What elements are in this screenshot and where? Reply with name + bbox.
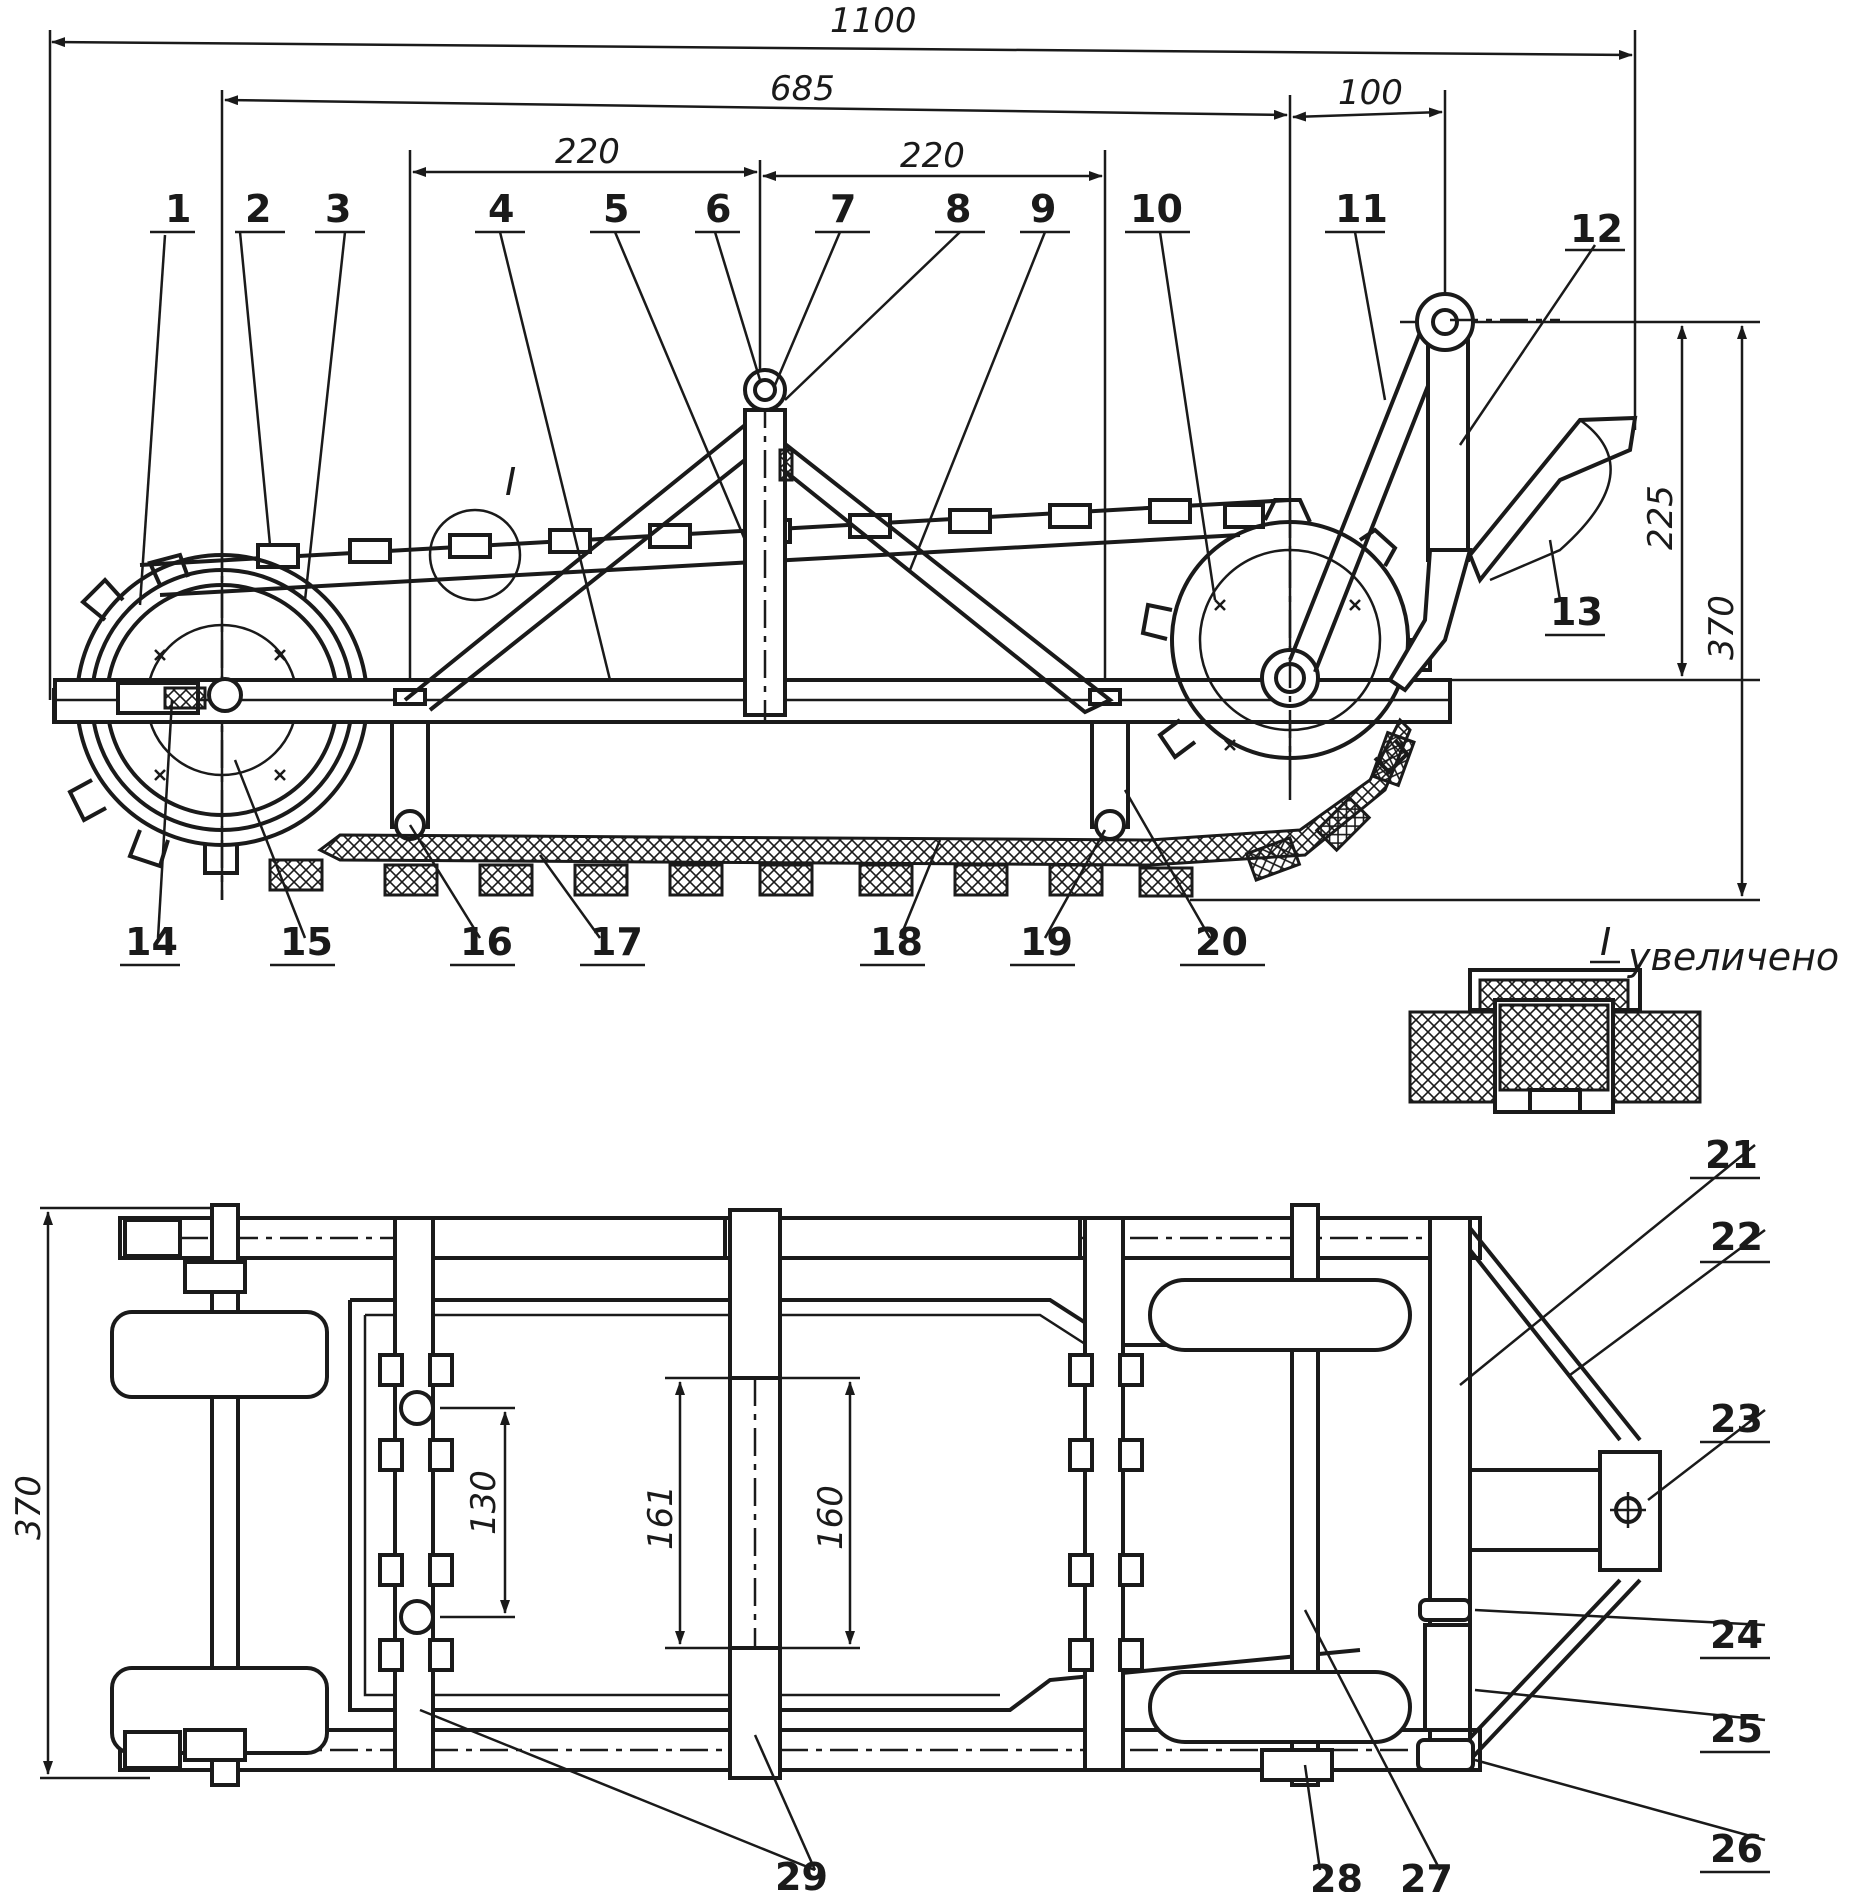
- track-lower-lugs: [268, 730, 1416, 898]
- part-label-7: 7: [830, 187, 856, 231]
- part-label-10: 10: [1130, 187, 1183, 231]
- part-label-2: 2: [245, 187, 271, 231]
- part-label-13: 13: [1550, 590, 1603, 634]
- plan-view: 370: [9, 1133, 1770, 1892]
- dim-total-height: 370: [1702, 595, 1742, 660]
- part-number-labels-plan: 21 22 23 24 25 26 27 28 29: [775, 1133, 1763, 1892]
- dim-bracket-spacing: 130: [464, 1470, 504, 1535]
- side-view: 1100 685 100 220 220 225 370 I: [48, 1, 1839, 1114]
- detail-I-enlarged-marker: I: [1600, 920, 1611, 964]
- part-label-27: 27: [1400, 1857, 1453, 1892]
- part-label-6: 6: [705, 187, 731, 231]
- part-label-22: 22: [1710, 1215, 1763, 1259]
- detail-I-callout: [428, 508, 522, 602]
- part-label-4: 4: [488, 187, 514, 231]
- part-label-23: 23: [1710, 1397, 1763, 1441]
- dim-inner-gap-b: 160: [811, 1485, 851, 1550]
- leader-lines-plan: [419, 1144, 1770, 1874]
- detail-I-enlarged-note: увеличено: [1627, 935, 1839, 979]
- part-label-17: 17: [590, 920, 643, 964]
- part-label-1: 1: [165, 187, 191, 231]
- dimension-lines: [48, 30, 1760, 902]
- part-label-21: 21: [1705, 1133, 1758, 1177]
- label-underlines: [120, 230, 1625, 967]
- dim-rear-offset: 100: [1338, 73, 1403, 113]
- part-label-16: 16: [460, 920, 513, 964]
- dim-inner-gap-a: 161: [641, 1485, 681, 1550]
- part-label-11: 11: [1335, 187, 1388, 231]
- part-label-20: 20: [1195, 920, 1248, 964]
- bogie-legs: [390, 720, 1130, 841]
- cross-member-1: [393, 1216, 435, 1772]
- detail-I-enlarged: [1408, 968, 1702, 1114]
- dim-plan-width: 370: [9, 1475, 49, 1540]
- dim-upper-height: 225: [1641, 485, 1681, 550]
- part-label-24: 24: [1710, 1613, 1763, 1657]
- cross-member-3: [1083, 1216, 1125, 1772]
- front-axle: [110, 1203, 329, 1787]
- dim-right-bay: 220: [900, 136, 965, 176]
- dim-overall-length: 1100: [830, 1, 917, 41]
- part-label-26: 26: [1710, 1827, 1763, 1871]
- part-label-15: 15: [280, 920, 333, 964]
- track-upper-run: [139, 498, 1291, 597]
- leader-lines-bottom: [156, 699, 1212, 939]
- part-label-3: 3: [325, 187, 351, 231]
- part-label-25: 25: [1710, 1707, 1763, 1751]
- rear-arm: [1288, 292, 1638, 693]
- part-label-9: 9: [1030, 187, 1056, 231]
- leader-lines-top: [138, 231, 1597, 681]
- part-label-28: 28: [1310, 1857, 1363, 1892]
- lug-brackets: [378, 1353, 1144, 1672]
- slide-rail: [317, 717, 1412, 867]
- part-label-5: 5: [603, 187, 629, 231]
- dim-left-bay: 220: [555, 132, 620, 172]
- rear-drive-axle: [1148, 1203, 1412, 1787]
- part-label-14: 14: [125, 920, 178, 964]
- part-number-labels-side: 1 2 3 4 5 6 7 8 9 10 11 12 13 14 15 16 1…: [125, 187, 1623, 964]
- part-label-18: 18: [870, 920, 923, 964]
- rear-sprocket: [1140, 498, 1432, 780]
- tensioner: [1416, 1598, 1475, 1772]
- part-label-12: 12: [1570, 207, 1623, 251]
- detail-I-label: I: [505, 460, 516, 504]
- tension-struts: [403, 368, 1114, 720]
- dim-axle-span: 685: [770, 69, 835, 109]
- part-label-29: 29: [775, 1855, 828, 1892]
- hitch-frame: [1468, 1226, 1662, 1762]
- part-label-8: 8: [945, 187, 971, 231]
- part-label-19: 19: [1020, 920, 1073, 964]
